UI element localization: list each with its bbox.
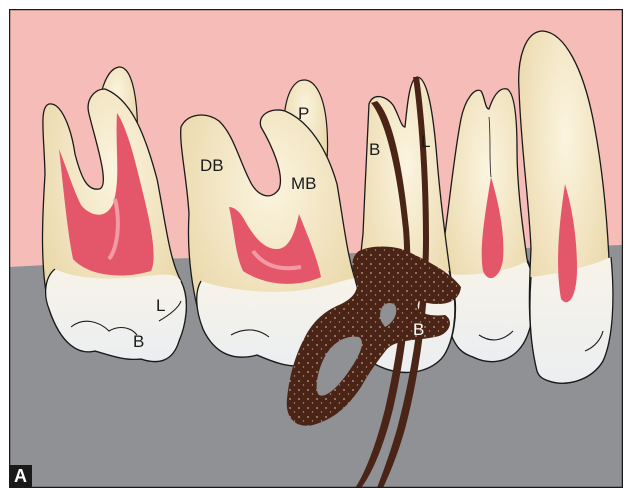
treated-premolar-lingual-label: L bbox=[421, 132, 430, 151]
left-molar-lingual-label: L bbox=[156, 296, 165, 315]
middle-molar-p-label: P bbox=[298, 104, 309, 123]
middle-molar-mb-label: MB bbox=[291, 174, 317, 193]
middle-molar-db-label: DB bbox=[200, 156, 224, 175]
left-molar-buccal-label: B bbox=[133, 332, 144, 351]
treated-premolar-buccal-label: B bbox=[369, 140, 380, 159]
filling-buccal-label: B bbox=[413, 320, 424, 339]
panel-label: A bbox=[9, 465, 32, 488]
dental-illustration: L B DB MB P bbox=[9, 9, 623, 488]
